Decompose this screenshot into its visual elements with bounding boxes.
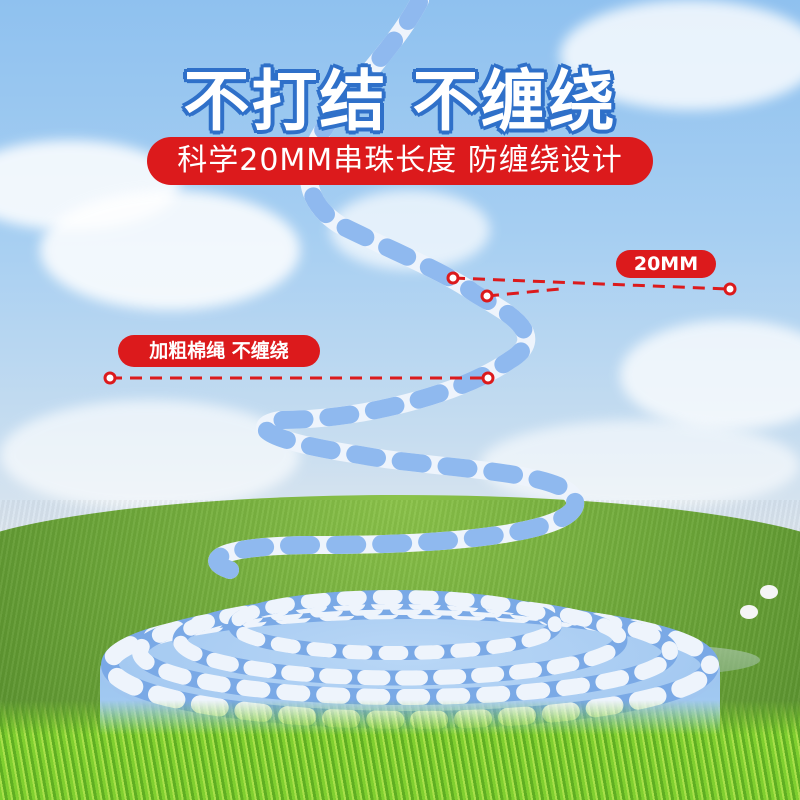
rope-coils: [101, 590, 719, 729]
white-flowers: [740, 585, 790, 655]
cloud: [40, 190, 300, 310]
rope-spiral: [208, 0, 584, 579]
callout-lines: [103, 271, 737, 385]
cotton-cord-callout: 加粗棉绳 不缠绕: [118, 335, 320, 367]
foreground-grass: [0, 700, 800, 800]
cloud: [620, 320, 800, 430]
cloud: [560, 0, 800, 110]
bead-length-callout: 20MM: [616, 250, 716, 278]
cloud: [480, 420, 800, 510]
cloud: [0, 400, 300, 510]
headline-title: 不打结 不缠绕: [183, 63, 617, 140]
headline-subtitle-badge: 科学20MM串珠长度 防缠绕设计: [147, 137, 653, 185]
